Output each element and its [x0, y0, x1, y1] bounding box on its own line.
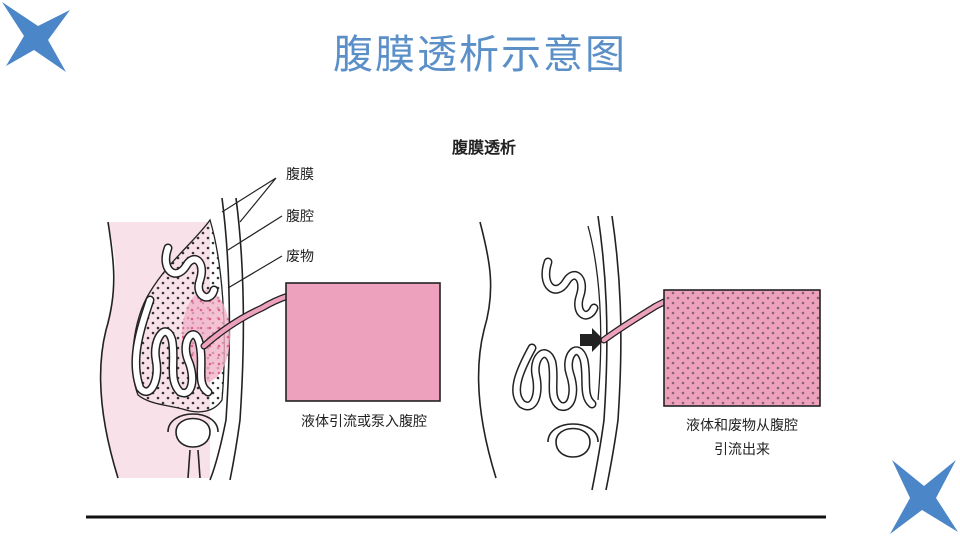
slide-title: 腹膜透析示意图 [333, 32, 627, 78]
left-caption: 液体引流或泵入腹腔 [301, 414, 427, 430]
star-decoration-bottom-right [890, 460, 958, 534]
label-peritoneum: 腹膜 [286, 167, 314, 183]
right-caption-line2: 引流出来 [714, 442, 770, 458]
right-body-section [477, 215, 821, 491]
left-body-section [99, 177, 441, 481]
diagram-heading: 腹膜透析 [452, 138, 517, 157]
label-waste: 废物 [286, 249, 314, 265]
right-caption: 液体和废物从腹腔 引流出来 [664, 414, 820, 462]
label-peritoneal-cavity: 腹腔 [286, 209, 314, 225]
star-decoration-top-left [2, 2, 70, 72]
right-caption-line1: 液体和废物从腹腔 [686, 418, 798, 434]
